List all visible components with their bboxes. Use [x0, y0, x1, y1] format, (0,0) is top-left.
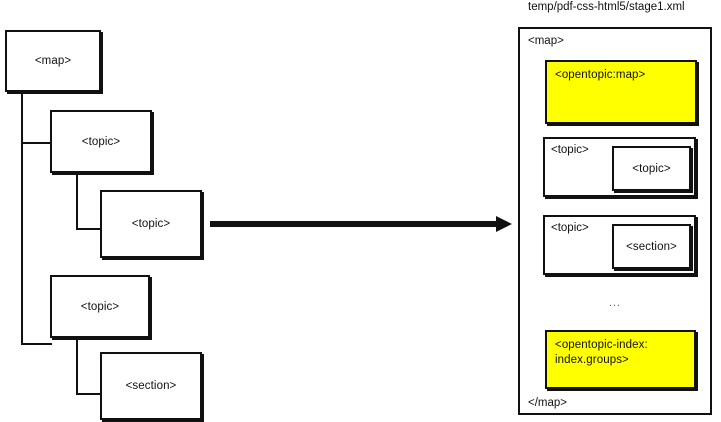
connector-topic-3-to-section-1 — [76, 393, 102, 395]
generated-topic-group-2-outer-label: <topic> — [551, 222, 589, 234]
connector-topic-1-trunk — [76, 173, 78, 230]
output-file-path-label: temp/pdf-css-html5/stage1.xml — [528, 1, 685, 13]
generated-opentopic-map-label: <opentopic:map> — [555, 69, 646, 81]
generated-topic-group-2-inner-node[interactable]: <section> — [612, 224, 691, 269]
panel-open-tag: <map> — [528, 35, 564, 47]
generated-topic-group-1-inner-node[interactable]: <topic> — [612, 146, 691, 191]
connector-map-to-topic-3 — [21, 343, 52, 345]
connector-map-trunk — [21, 92, 23, 345]
tree-node-section-1[interactable]: <section> — [100, 352, 202, 420]
generated-topic-group-1-inner-label: <topic> — [632, 162, 671, 175]
generated-topic-group-2-inner-label: <section> — [626, 240, 677, 253]
panel-ellipsis: ... — [608, 297, 622, 309]
tree-node-section-1-label: <section> — [125, 380, 177, 392]
connector-topic-1-to-topic-2 — [76, 228, 102, 230]
generated-map-panel: <map> <opentopic:map> <topic> <topic> <t… — [518, 27, 712, 415]
tree-node-topic-1[interactable]: <topic> — [50, 110, 152, 173]
generated-topic-group-1[interactable]: <topic> <topic> — [543, 137, 696, 197]
panel-close-tag: </map> — [528, 397, 567, 409]
connector-topic-3-trunk — [76, 338, 78, 395]
tree-node-map-label: <map> — [34, 55, 72, 67]
connector-map-to-topic-1 — [21, 142, 52, 144]
generated-opentopic-map-box[interactable]: <opentopic:map> — [545, 60, 697, 124]
transformation-arrow — [210, 216, 512, 232]
generated-opentopic-index-box[interactable]: <opentopic-index: index.groups> — [545, 330, 696, 389]
generated-opentopic-index-label: <opentopic-index: index.groups> — [555, 339, 648, 366]
generated-topic-group-2[interactable]: <topic> <section> — [543, 215, 696, 275]
tree-node-topic-3[interactable]: <topic> — [50, 275, 150, 338]
source-dita-map-tree: <map> <topic> <topic> <topic> <section> — [0, 0, 215, 422]
tree-node-map[interactable]: <map> — [5, 30, 101, 92]
tree-node-topic-3-label: <topic> — [80, 300, 120, 313]
tree-node-topic-1-label: <topic> — [81, 135, 121, 148]
tree-node-topic-2-label: <topic> — [131, 218, 171, 230]
generated-topic-group-1-outer-label: <topic> — [551, 144, 589, 156]
tree-node-topic-2[interactable]: <topic> — [100, 190, 202, 258]
